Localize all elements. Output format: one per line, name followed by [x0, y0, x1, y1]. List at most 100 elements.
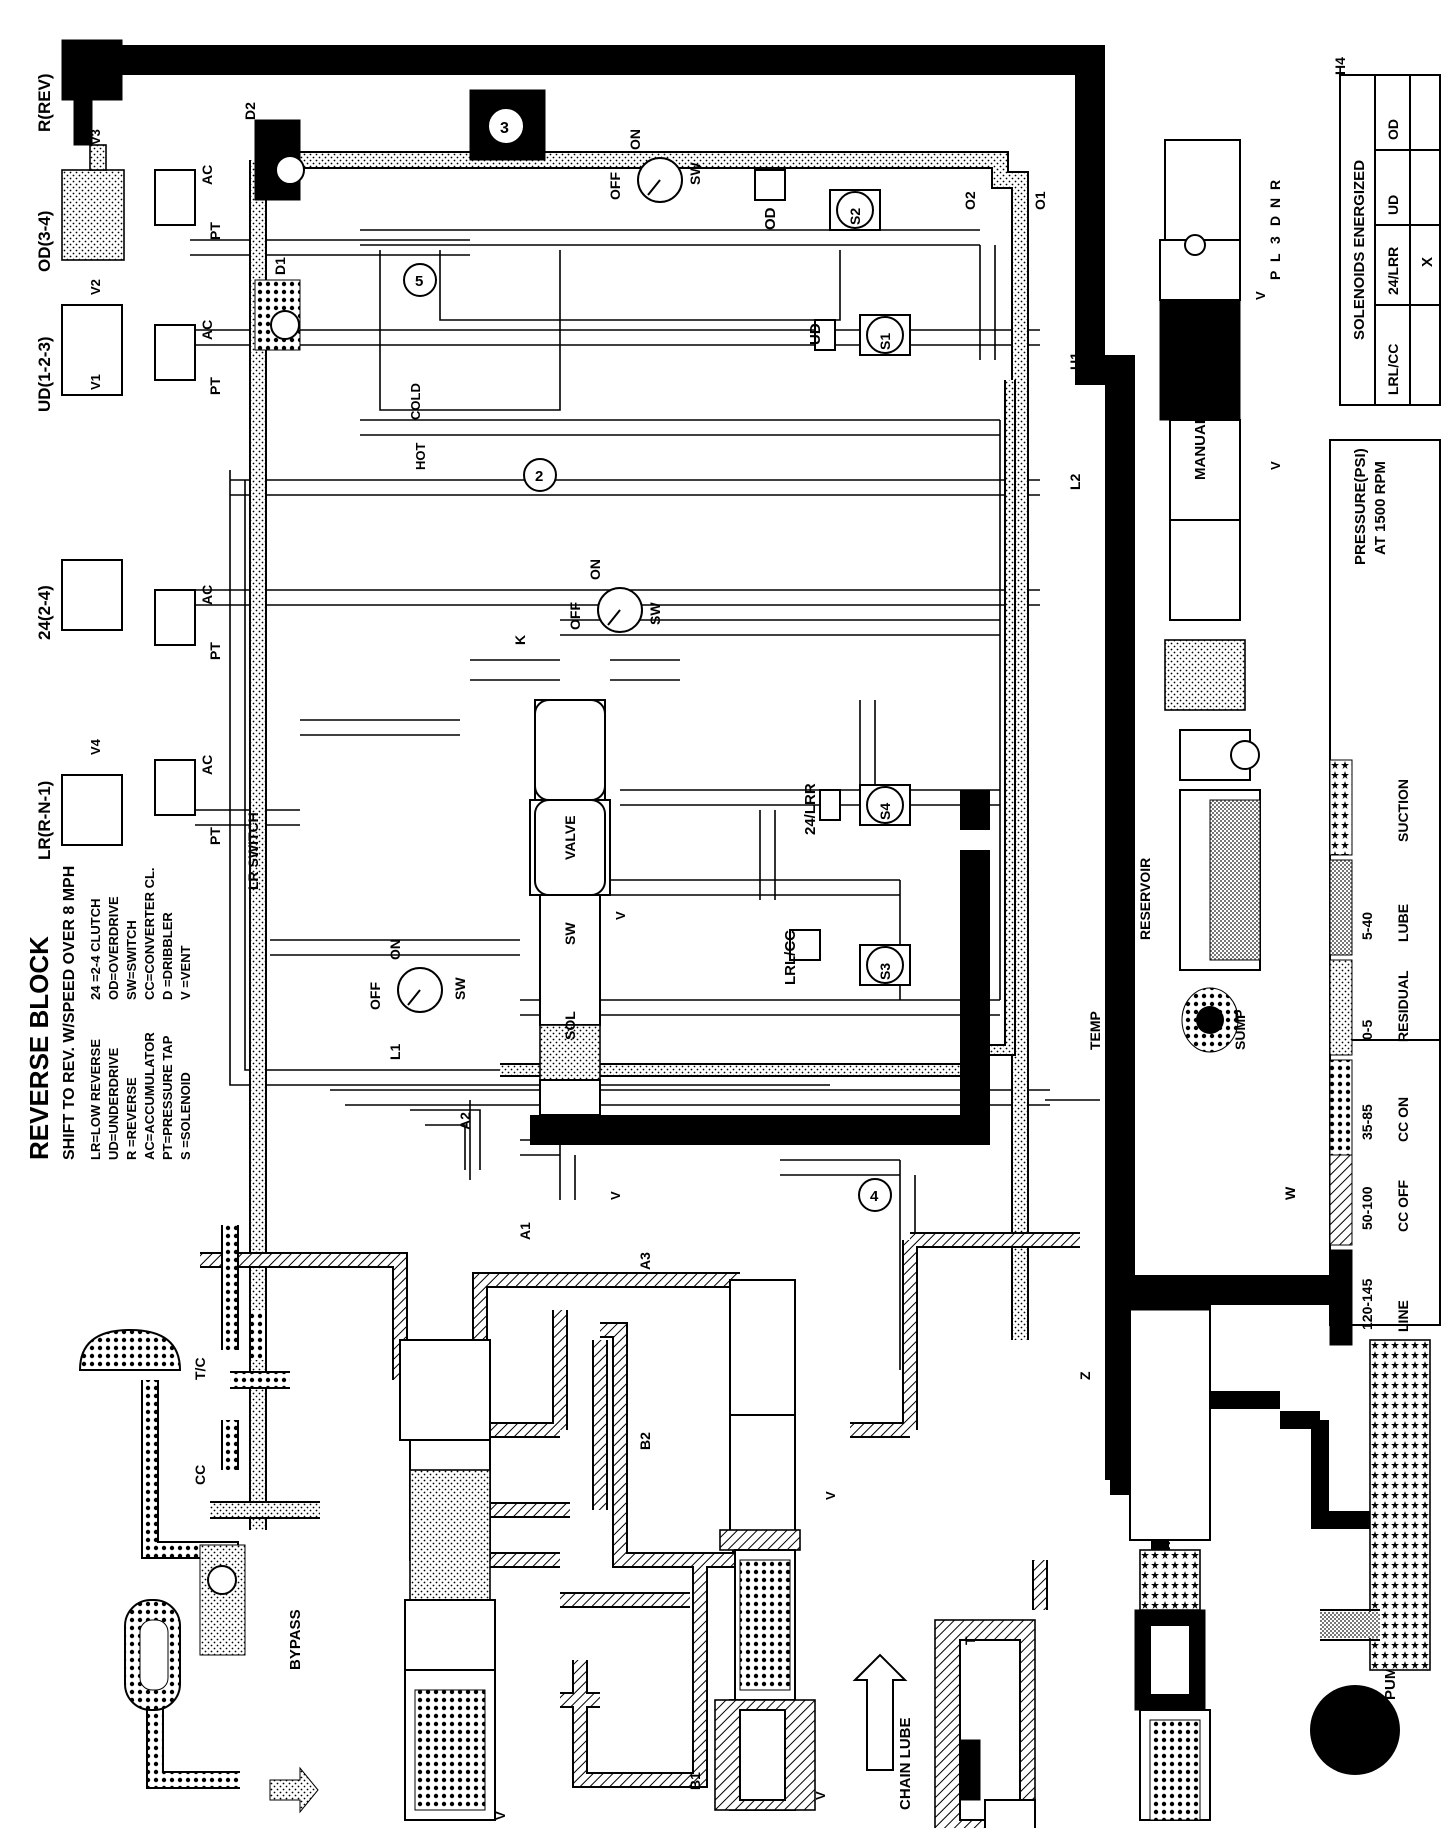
shift-position-label: N	[1267, 198, 1283, 208]
solenoid-function-label: LRL/CC	[782, 930, 799, 985]
cc-switch-valve[interactable]	[399, 1339, 496, 1821]
vent-v3-label: V3	[88, 129, 103, 145]
vent-label: V	[613, 911, 628, 920]
shift-position-label: R	[1267, 180, 1283, 190]
component-label: CHAIN LUBE	[897, 1718, 914, 1811]
component-label: RESERVOIR	[1137, 858, 1153, 940]
pressure-label: CC ON	[1395, 1097, 1411, 1142]
switch-off-label: OFF	[607, 172, 623, 200]
solenoid-s1[interactable]	[814, 314, 911, 356]
vent-label: V	[493, 1811, 508, 1820]
passage-label: A2	[457, 1112, 473, 1130]
passage-label: O2	[962, 191, 978, 210]
switch-off-label: OFF	[367, 982, 383, 1010]
pressure-swatch	[1329, 859, 1353, 956]
clutch-24-label: 24(2-4)	[35, 585, 54, 640]
bypass	[199, 1544, 246, 1656]
component-label: CC	[192, 1465, 208, 1485]
pressure-tap-label: PT	[207, 642, 223, 660]
pressure-header-2: AT 1500 RPM	[1372, 461, 1389, 555]
clutch-24: 24(2-4)	[35, 559, 123, 640]
valve-label: VALVE	[562, 815, 578, 860]
pressure-switch-24[interactable]	[597, 587, 643, 633]
manual-label: MANUAL	[1192, 415, 1209, 480]
checkball-4: 3	[469, 89, 546, 161]
vent-label: V	[813, 1791, 828, 1800]
switch-off-label: OFF	[567, 602, 583, 630]
hot-label: HOT	[413, 443, 428, 471]
solenoid-function-label: UD	[807, 323, 824, 345]
solenoid-s3[interactable]	[789, 929, 911, 986]
passage-label: R	[497, 60, 513, 70]
solenoid-id-label: S1	[877, 333, 893, 350]
clutch-od: OD(3-4)	[35, 144, 125, 272]
sol-valve-label: SOL	[562, 1011, 578, 1040]
pressure-tap-label: PT	[207, 377, 223, 395]
cooler	[124, 1599, 181, 1711]
residual-passage	[210, 151, 1029, 1530]
vent-v2-label: V2	[88, 279, 103, 295]
diagram-subtitle: SHIFT TO REV. W/SPEED OVER 8 MPH	[61, 866, 78, 1160]
pressure-label: LUBE	[1395, 904, 1411, 942]
passage-label: D2	[242, 102, 258, 120]
checkball-2: 2	[523, 458, 557, 492]
clutch-rev-label: R(REV)	[35, 73, 54, 132]
passage-label: W	[1282, 1186, 1298, 1200]
sol-sw-valve-top	[534, 699, 606, 896]
passage-label: A3	[637, 1252, 653, 1270]
solenoid-s4[interactable]	[819, 784, 911, 826]
clutch-ud: UD(1-2-3)	[35, 304, 123, 412]
passage-label: E	[617, 1131, 633, 1140]
pressure-range: 120-145	[1359, 1278, 1375, 1330]
tap-labels: PTPTPTPTACACACACV1V2V3V4VVVVVVVV	[88, 129, 1283, 1820]
accumulator-label: AC	[199, 755, 215, 775]
solenoid-table-column: LRL/CC	[1385, 344, 1401, 395]
component-label: TEMP	[1087, 1011, 1103, 1050]
regulator-valve[interactable]	[1129, 1284, 1211, 1821]
legend-left-item: UD=UNDERDRIVE	[106, 1047, 121, 1160]
passage-label: L2	[1067, 473, 1083, 490]
shift-position-label: 3	[1267, 236, 1283, 244]
shift-position-label: L	[1267, 253, 1283, 262]
temp-sensor	[1117, 1010, 1133, 1058]
converter-cooler-passages	[141, 1225, 290, 1789]
passage-label: O1	[1032, 191, 1048, 210]
checkball-5: 5	[403, 263, 437, 297]
manual-valve-label: VALVE	[1192, 322, 1209, 370]
pressure-range: 0-5	[1359, 1020, 1375, 1040]
tc-reg-valve[interactable]	[934, 1619, 1036, 1828]
passage-label: B1	[687, 1772, 703, 1790]
vent-label: V	[823, 1491, 838, 1500]
legend-left-item: PT=PRESSURE TAP	[160, 1035, 175, 1160]
legend-right-item: CC=CONVERTER CL.	[142, 867, 157, 1000]
cc-cont-valve[interactable]	[714, 1279, 816, 1811]
passage-label: B2	[637, 1432, 653, 1450]
solenoid-id-label: S3	[877, 963, 893, 980]
pressure-range: 50-100	[1359, 1186, 1375, 1230]
solenoid-table-header: SOLENOIDS ENERGIZED	[1351, 160, 1368, 340]
passage-label: L1	[387, 1043, 403, 1060]
manual-valve[interactable]	[1159, 139, 1246, 711]
accumulator-label: AC	[199, 165, 215, 185]
pressure-swatch	[1329, 1249, 1353, 1346]
dribbler-d1	[254, 279, 301, 351]
accumulators	[154, 169, 196, 816]
pressure-switch-od[interactable]	[637, 157, 683, 203]
checkball-5-label: 5	[415, 273, 423, 290]
pressure-switch-l1[interactable]	[397, 967, 443, 1013]
solenoid-s2[interactable]	[754, 169, 881, 231]
clutch-rev: R(REV)	[35, 39, 123, 146]
checkball-4-label: 3	[500, 120, 509, 137]
passage-label: K	[512, 635, 528, 645]
shift-position-label: D	[1267, 216, 1283, 226]
suction-passage	[1320, 1609, 1380, 1641]
pressure-label: RESIDUAL	[1395, 970, 1411, 1042]
solenoid-function-label: 24/LRR	[802, 783, 819, 835]
pressure-swatch	[1329, 1059, 1353, 1156]
